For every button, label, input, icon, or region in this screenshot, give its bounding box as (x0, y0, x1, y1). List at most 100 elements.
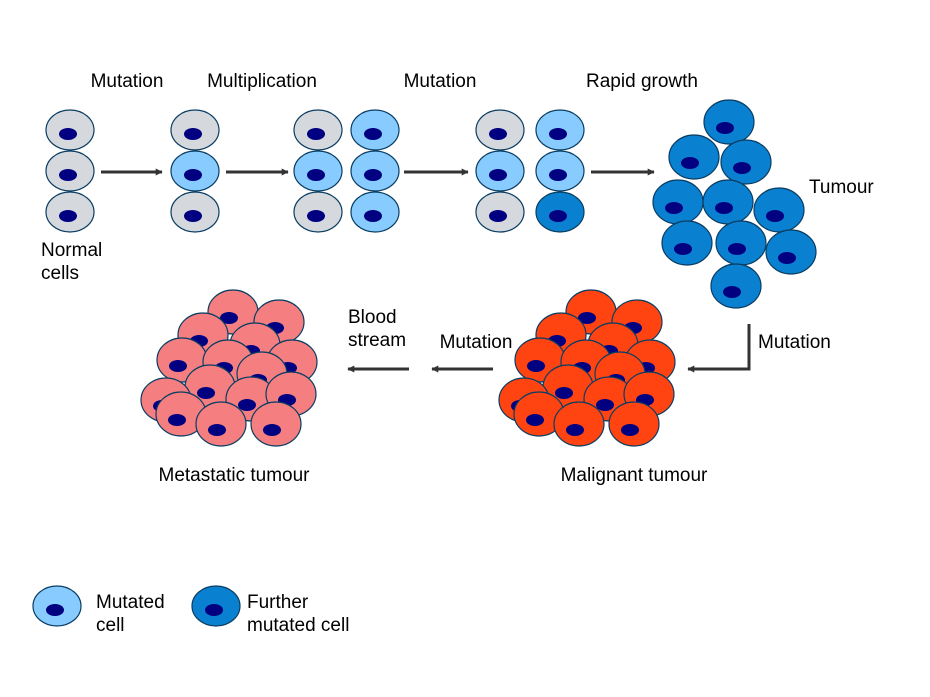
cell-nucleus (715, 202, 733, 214)
normal-cell (45, 109, 95, 151)
cell-nucleus (681, 157, 699, 169)
cell-body (710, 263, 762, 309)
cell-nucleus (307, 169, 325, 181)
malignant-cell (608, 401, 660, 447)
tumour-cell (710, 263, 762, 309)
tumour-cell (668, 134, 720, 180)
legend (32, 585, 241, 627)
label-normal-cells-line2: cells (41, 263, 79, 284)
group-first-mutation (170, 109, 220, 233)
cell-nucleus (733, 162, 751, 174)
further-mutated-cell (535, 191, 585, 233)
cell-nucleus (59, 169, 77, 181)
legend-label-mutated-cell: Mutated cell (96, 592, 170, 636)
metastatic-cell (195, 401, 247, 447)
label-normal-cells: Normal cells (41, 240, 108, 284)
cell-nucleus (526, 414, 544, 426)
cell-nucleus (549, 128, 567, 140)
legend-label-further-mutated-cell: Further mutated cell (247, 592, 349, 636)
label-step-multiplication: Multiplication (207, 71, 317, 92)
tumour-cell (652, 179, 704, 225)
label-malignant-tumour: Malignant tumour (561, 465, 708, 486)
cell-body (195, 401, 247, 447)
normal-cell (170, 191, 220, 233)
mutated-cell (535, 150, 585, 192)
arrow-tumour-to-malignant (687, 324, 751, 373)
normal-cell (293, 191, 343, 233)
normal-cell (293, 109, 343, 151)
label-metastatic-tumour: Metastatic tumour (159, 465, 311, 486)
cell-nucleus (184, 210, 202, 222)
cell-nucleus (489, 128, 507, 140)
cell-body (753, 187, 805, 233)
cell-nucleus (307, 128, 325, 140)
label-step-rapid-growth: Rapid growth (586, 71, 698, 92)
cell-nucleus (59, 128, 77, 140)
cell-nucleus (238, 399, 256, 411)
group-malignant-tumour (498, 289, 676, 447)
group-tumour (652, 99, 817, 309)
legend-mutated-line1: Mutated (96, 592, 165, 613)
tumour-cell (661, 220, 713, 266)
cell-body (715, 220, 767, 266)
label-blood-line1: Blood (348, 307, 397, 328)
cell-body (720, 139, 772, 185)
cell-body (765, 229, 817, 275)
label-mutation-blood: Mutation (440, 332, 513, 353)
tumour-cell (765, 229, 817, 275)
cell-nucleus (364, 128, 382, 140)
cell-nucleus (205, 604, 223, 616)
cell-nucleus (716, 122, 734, 134)
cell-body (703, 99, 755, 145)
tumour-cell (720, 139, 772, 185)
cell-nucleus (168, 414, 186, 426)
mutated-cell (535, 109, 585, 151)
legend-further-line1: Further (247, 592, 309, 613)
cell-nucleus (578, 312, 596, 324)
cell-nucleus (527, 360, 545, 372)
cell-nucleus (665, 202, 683, 214)
label-step-mutation-2: Mutation (404, 71, 477, 92)
cell-nucleus (566, 424, 584, 436)
normal-cell (170, 109, 220, 151)
cell-nucleus (184, 128, 202, 140)
group-second-mutation (475, 109, 585, 233)
cell-nucleus (59, 210, 77, 222)
label-blood-line2: stream (348, 330, 406, 351)
mutated-cell (170, 150, 220, 192)
group-multiplication (293, 109, 400, 233)
cell-nucleus (621, 424, 639, 436)
cell-nucleus (184, 169, 202, 181)
tumour-cell (715, 220, 767, 266)
normal-cell (45, 191, 95, 233)
cell-nucleus (549, 210, 567, 222)
mutated-cell (475, 150, 525, 192)
cell-nucleus (596, 399, 614, 411)
cell-body (250, 401, 302, 447)
cell-nucleus (307, 210, 325, 222)
mutated-cell (350, 109, 400, 151)
legend-further-line2: mutated cell (247, 615, 349, 636)
cell-nucleus (263, 424, 281, 436)
metastatic-cell (250, 401, 302, 447)
cell-body (661, 220, 713, 266)
normal-cell (475, 109, 525, 151)
cell-nucleus (674, 243, 692, 255)
cell-body (702, 179, 754, 225)
tumour-cell (703, 99, 755, 145)
cell-body (668, 134, 720, 180)
group-normal-cells (45, 109, 95, 233)
cell-nucleus (555, 387, 573, 399)
cell-body (652, 179, 704, 225)
cell-nucleus (728, 243, 746, 255)
cell-nucleus (197, 387, 215, 399)
cell-body (553, 401, 605, 447)
mutated-cell (293, 150, 343, 192)
tumour-cell (702, 179, 754, 225)
label-blood-stream: Blood stream (348, 307, 406, 351)
cell-body (608, 401, 660, 447)
cell-nucleus (46, 604, 64, 616)
mutated-cell (350, 150, 400, 192)
cell-nucleus (208, 424, 226, 436)
